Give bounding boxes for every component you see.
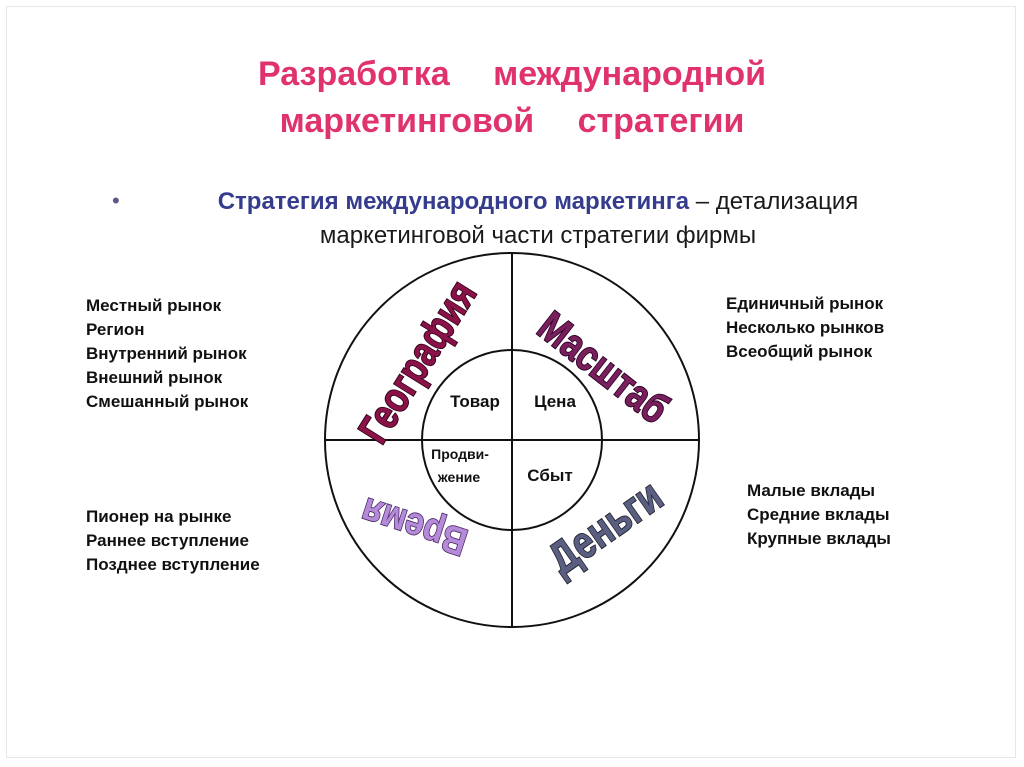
sector-money-label: Деньги: [538, 470, 671, 584]
inner-distribution-label: Сбыт: [527, 466, 572, 485]
slide-title-line-2: маркетинговой стратегии: [279, 102, 745, 140]
subtitle-highlight: Стратегия международного маркетинга: [217, 188, 690, 215]
list-item: Внутренний рынок: [86, 344, 247, 363]
inner-promotion-label-2: жение: [437, 469, 481, 485]
list-item: Смешанный рынок: [86, 392, 249, 411]
sector-time-label: Время: [356, 489, 473, 564]
time-list: Пионер на рынке Раннее вступление Поздне…: [86, 505, 260, 577]
list-item: Раннее вступление: [86, 531, 249, 550]
list-item: Местный рынок: [86, 296, 222, 315]
list-item: Единичный рынок: [726, 294, 884, 313]
list-item: Пионер на рынке: [86, 507, 232, 526]
money-list: Малые вклады Средние вклады Крупные вкла…: [747, 479, 891, 551]
subtitle-line-1: Стратегия международного маркетинга – де…: [148, 185, 928, 219]
bullet-icon: •: [112, 188, 120, 213]
geography-list: Местный рынок Регион Внутренний рынок Вн…: [86, 294, 248, 414]
list-item: Несколько рынков: [726, 318, 885, 337]
inner-promotion-label-1: Продви-: [431, 446, 489, 462]
list-item: Внешний рынок: [86, 368, 223, 387]
inner-product-label: Товар: [450, 392, 500, 411]
sector-scale-label: Масштаб: [529, 303, 678, 434]
list-item: Всеобщий рынок: [726, 342, 873, 361]
inner-price-label: Цена: [534, 392, 576, 411]
subtitle-line-2: маркетинговой части стратегии фирмы: [319, 222, 757, 249]
slide-title-line-1: Разработка международной: [257, 55, 767, 93]
list-item: Позднее вступление: [86, 555, 260, 574]
list-item: Крупные вклады: [747, 529, 891, 548]
list-item: Средние вклады: [747, 505, 890, 524]
slide-frame: [6, 6, 1016, 758]
scale-list: Единичный рынок Несколько рынков Всеобщи…: [726, 292, 884, 364]
list-item: Регион: [86, 320, 145, 339]
subtitle-rest: – детализация: [689, 188, 859, 215]
list-item: Малые вклады: [747, 481, 876, 500]
